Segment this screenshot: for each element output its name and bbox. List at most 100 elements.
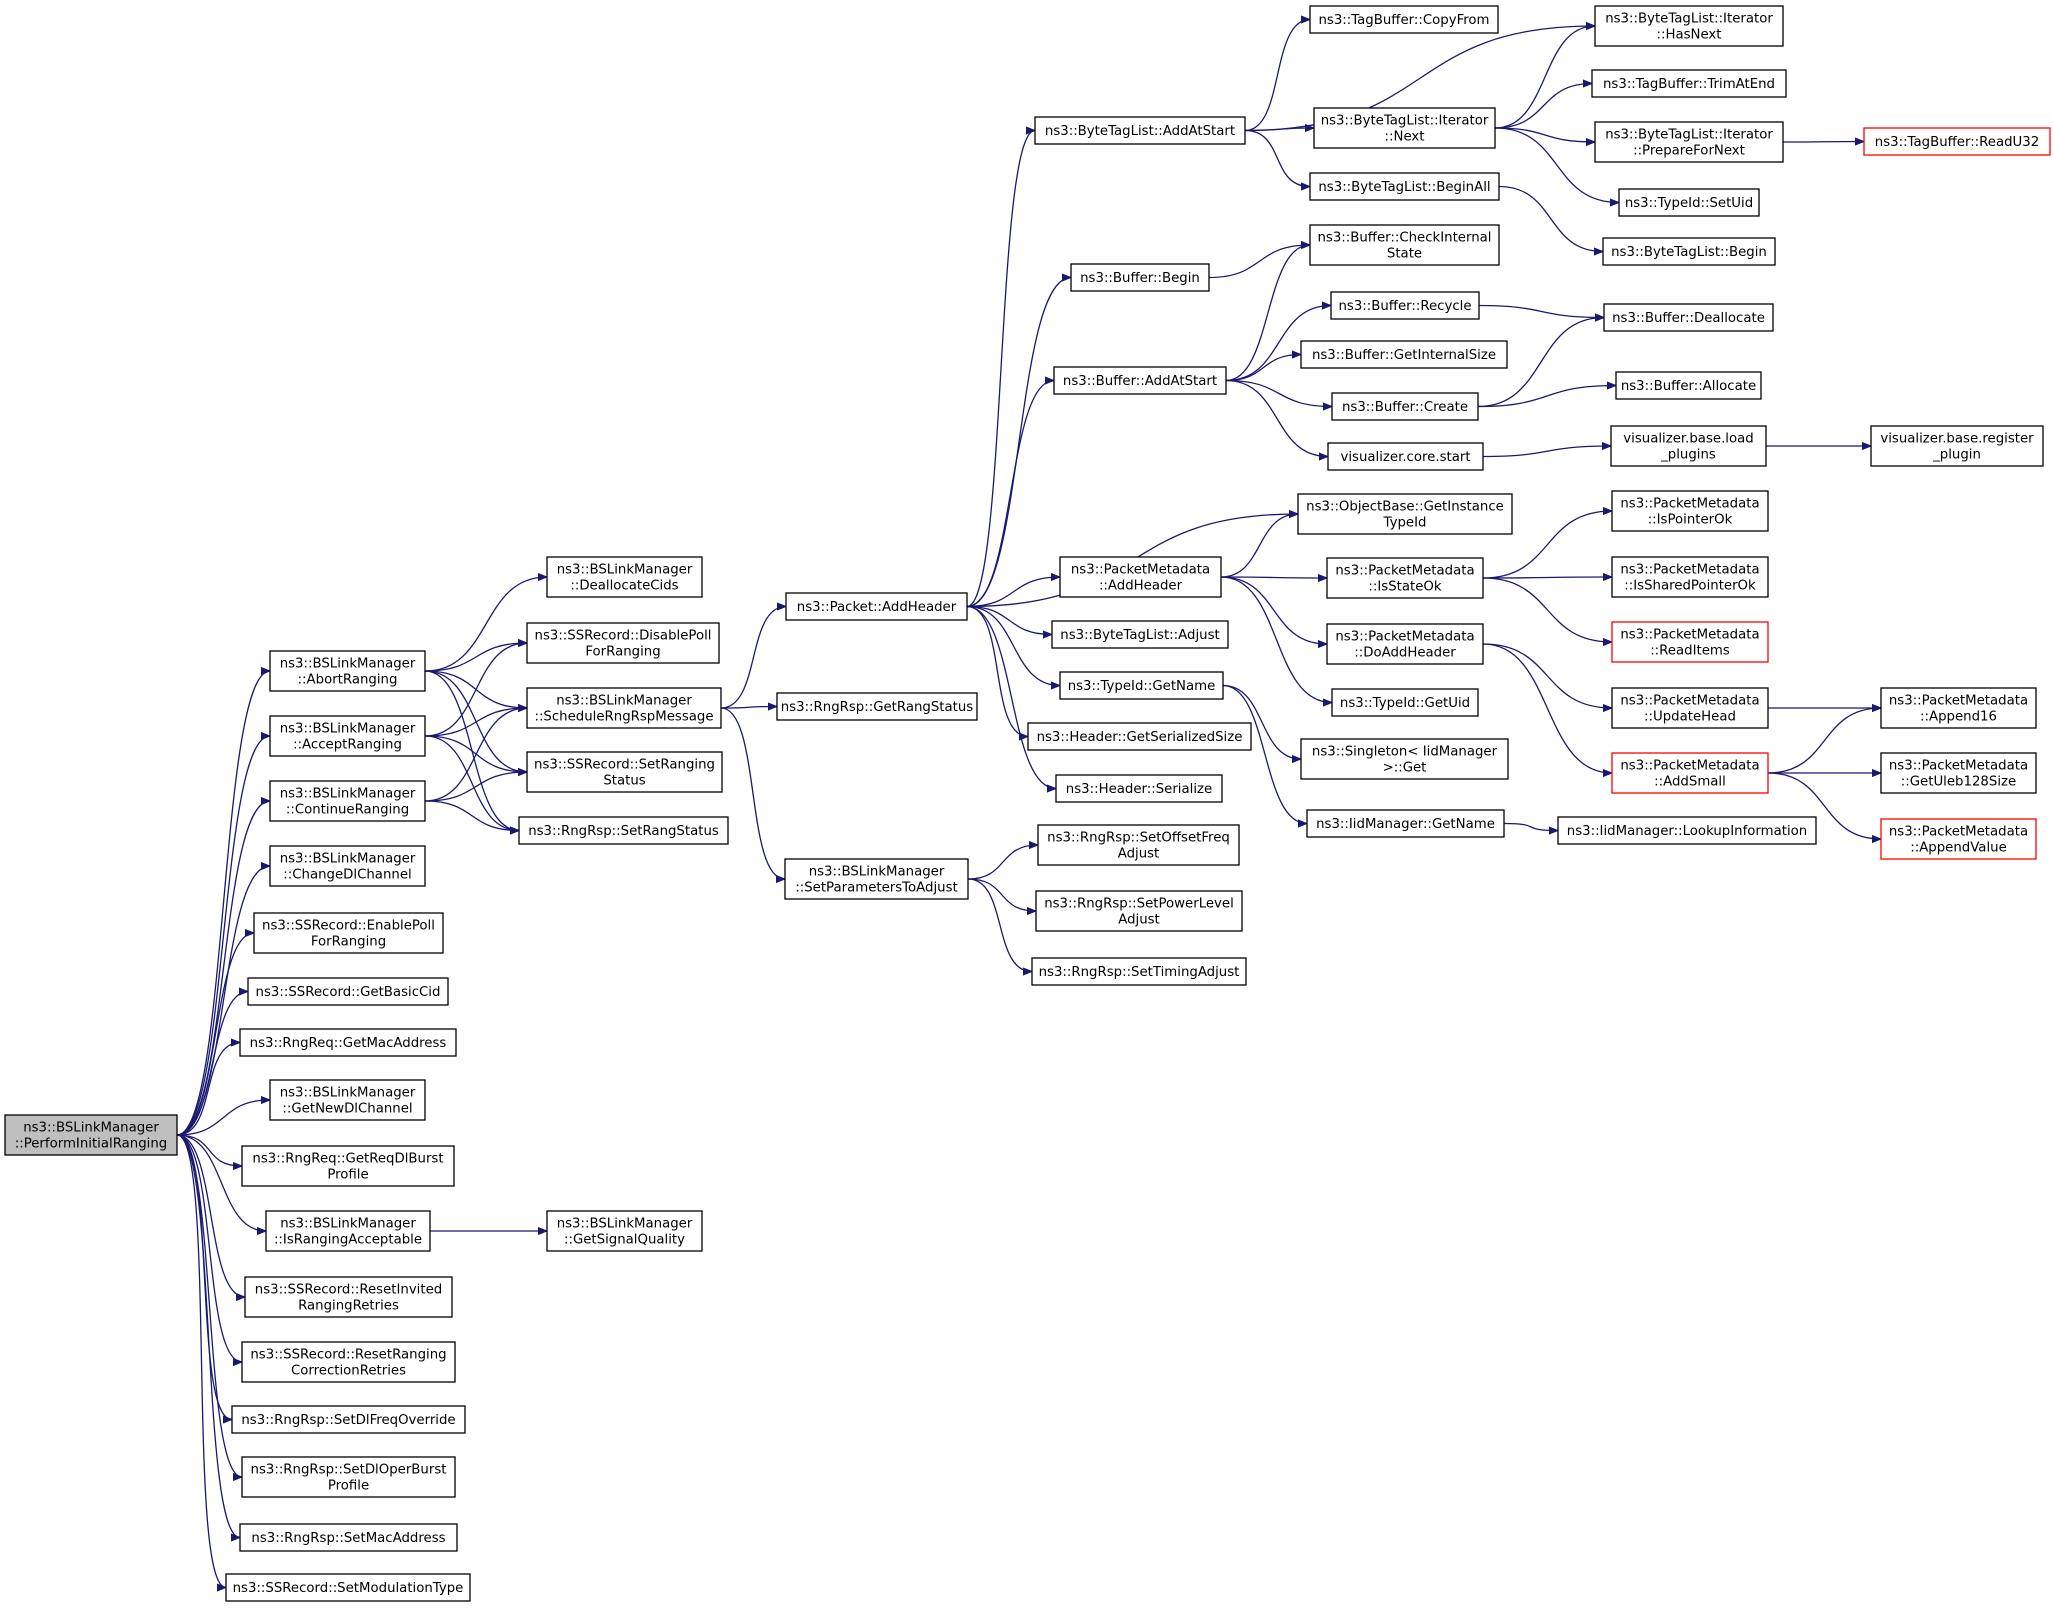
- edge-bufaddatstart-to-bufcheck: [1225, 245, 1310, 382]
- node-settiming[interactable]: ns3::RngRsp::SetTimingAdjust: [1031, 957, 1247, 986]
- edge-perform-to-setdloper: [176, 1134, 243, 1477]
- node-vizstart[interactable]: visualizer.core.start: [1327, 442, 1484, 471]
- node-box: [269, 1079, 426, 1121]
- node-label-line: ::DeallocateCids: [570, 579, 678, 594]
- node-label-line: ns3::PacketMetadata: [1620, 628, 1759, 643]
- node-abort[interactable]: ns3::BSLinkManager::AbortRanging: [269, 650, 426, 692]
- node-box: [225, 1573, 471, 1602]
- node-pmgetuleb[interactable]: ns3::PacketMetadata::GetUleb128Size: [1880, 752, 2037, 794]
- node-iidgetname[interactable]: ns3::IidManager::GetName: [1306, 809, 1505, 838]
- node-setmod[interactable]: ns3::SSRecord::SetModulationType: [225, 1573, 471, 1602]
- node-label-line: ns3::ByteTagList::Begin: [1611, 245, 1767, 260]
- node-bufcreate[interactable]: ns3::Buffer::Create: [1331, 392, 1479, 421]
- node-tbtrim[interactable]: ns3::TagBuffer::TrimAtEnd: [1591, 69, 1787, 98]
- node-btlprepare[interactable]: ns3::ByteTagList::Iterator::PrepareForNe…: [1594, 121, 1784, 163]
- node-bufalloc[interactable]: ns3::Buffer::Allocate: [1615, 371, 1762, 400]
- node-pmaddsmall[interactable]: ns3::PacketMetadata::AddSmall: [1611, 752, 1769, 794]
- node-accept[interactable]: ns3::BSLinkManager::AcceptRanging: [269, 715, 426, 757]
- node-getrangstatus[interactable]: ns3::RngRsp::GetRangStatus: [776, 692, 978, 721]
- node-getbasiccid[interactable]: ns3::SSRecord::GetBasicCid: [247, 977, 449, 1006]
- node-setrangstatus[interactable]: ns3::RngRsp::SetRangStatus: [518, 816, 729, 845]
- node-box: [1306, 809, 1505, 838]
- node-pmisstateok[interactable]: ns3::PacketMetadata::IsStateOk: [1326, 557, 1484, 599]
- node-pmappendvalue[interactable]: ns3::PacketMetadata::AppendValue: [1880, 818, 2037, 860]
- node-pmispointer[interactable]: ns3::PacketMetadata::IsPointerOk: [1611, 490, 1769, 532]
- node-dealloccids[interactable]: ns3::BSLinkManager::DeallocateCids: [546, 556, 703, 598]
- edge-accept-to-schedule: [424, 708, 527, 737]
- node-iidlookup[interactable]: ns3::IidManager::LookupInformation: [1557, 816, 1817, 845]
- node-pmupdatehead[interactable]: ns3::PacketMetadata::UpdateHead: [1611, 687, 1769, 729]
- node-bytetagaddatstart[interactable]: ns3::ByteTagList::AddAtStart: [1034, 116, 1246, 145]
- node-getmac[interactable]: ns3::RngReq::GetMacAddress: [239, 1028, 457, 1057]
- node-singletonget[interactable]: ns3::Singleton< IidManager>::Get: [1300, 738, 1509, 780]
- node-pmdoadd[interactable]: ns3::PacketMetadata::DoAddHeader: [1326, 623, 1484, 665]
- node-isranging[interactable]: ns3::BSLinkManager::IsRangingAcceptable: [265, 1210, 431, 1252]
- node-label-line: ForRanging: [585, 645, 660, 660]
- node-box: [244, 1276, 453, 1318]
- node-box: [1297, 493, 1513, 535]
- node-box: [776, 692, 978, 721]
- node-box: [546, 1210, 703, 1252]
- node-hdrgetser[interactable]: ns3::Header::GetSerializedSize: [1027, 722, 1252, 751]
- node-label-line: ns3::ByteTagList::AddAtStart: [1045, 124, 1235, 139]
- node-bufaddatstart[interactable]: ns3::Buffer::AddAtStart: [1053, 366, 1227, 395]
- node-pmreaditems[interactable]: ns3::PacketMetadata::ReadItems: [1611, 621, 1769, 663]
- node-typeidsetuid[interactable]: ns3::TypeId::SetUid: [1618, 188, 1760, 217]
- node-btlbegin[interactable]: ns3::ByteTagList::Begin: [1602, 237, 1776, 266]
- node-resetranging[interactable]: ns3::SSRecord::ResetRangingCorrectionRet…: [241, 1341, 456, 1383]
- edge-perform-to-setmod: [176, 1134, 227, 1588]
- node-bufgetsize[interactable]: ns3::Buffer::GetInternalSize: [1300, 340, 1508, 369]
- node-schedule[interactable]: ns3::BSLinkManager::ScheduleRngRspMessag…: [526, 687, 722, 729]
- node-label-line: ns3::Header::Serialize: [1066, 782, 1212, 797]
- node-label-line: ForRanging: [311, 935, 386, 950]
- node-label-line: ::HasNext: [1656, 28, 1721, 43]
- node-getnewdl[interactable]: ns3::BSLinkManager::GetNewDlChannel: [269, 1079, 426, 1121]
- node-typeidgetname[interactable]: ns3::TypeId::GetName: [1059, 671, 1224, 700]
- node-bufbegin[interactable]: ns3::Buffer::Begin: [1070, 263, 1210, 292]
- node-label-line: ns3::PacketMetadata: [1335, 564, 1474, 579]
- node-label-line: ns3::PacketMetadata: [1335, 630, 1474, 645]
- node-box: [1035, 890, 1243, 932]
- node-box: [1331, 392, 1479, 421]
- node-hdrser[interactable]: ns3::Header::Serialize: [1055, 774, 1223, 803]
- node-vizregister[interactable]: visualizer.base.register_plugin: [1870, 425, 2044, 467]
- node-tbreadu32[interactable]: ns3::TagBuffer::ReadU32: [1863, 127, 2051, 156]
- node-bufdealloc[interactable]: ns3::Buffer::Deallocate: [1603, 303, 1774, 332]
- node-setdlfreq[interactable]: ns3::RngRsp::SetDlFreqOverride: [231, 1405, 466, 1434]
- node-pmisshared[interactable]: ns3::PacketMetadata::IsSharedPointerOk: [1611, 556, 1769, 598]
- node-label-line: ns3::Buffer::GetInternalSize: [1312, 348, 1496, 363]
- node-btlhasnext[interactable]: ns3::ByteTagList::Iterator::HasNext: [1594, 5, 1784, 47]
- node-setparams[interactable]: ns3::BSLinkManager::SetParametersToAdjus…: [784, 858, 969, 900]
- node-getsignal[interactable]: ns3::BSLinkManager::GetSignalQuality: [546, 1210, 703, 1252]
- edge-addheader-to-hdrser: [966, 605, 1056, 789]
- node-btliternext[interactable]: ns3::ByteTagList::Iterator::Next: [1313, 107, 1496, 149]
- edge-schedule-to-addheader: [720, 607, 786, 709]
- node-resetinvited[interactable]: ns3::SSRecord::ResetInvitedRangingRetrie…: [244, 1276, 453, 1318]
- node-btladjust[interactable]: ns3::ByteTagList::Adjust: [1051, 620, 1229, 649]
- node-btlbeginall[interactable]: ns3::ByteTagList::BeginAll: [1309, 172, 1500, 201]
- node-box: [1059, 556, 1222, 598]
- node-setmacaddr[interactable]: ns3::RngRsp::SetMacAddress: [239, 1523, 458, 1552]
- node-label-line: ns3::PacketMetadata: [1889, 825, 2028, 840]
- node-bufrecycle[interactable]: ns3::Buffer::Recycle: [1330, 291, 1480, 320]
- node-perform[interactable]: ns3::BSLinkManager::PerformInitialRangin…: [4, 1114, 178, 1156]
- node-box: [526, 687, 722, 729]
- node-pmaddheader[interactable]: ns3::PacketMetadata::AddHeader: [1059, 556, 1222, 598]
- node-continue[interactable]: ns3::BSLinkManager::ContinueRanging: [269, 780, 426, 822]
- node-tbcopyfrom[interactable]: ns3::TagBuffer::CopyFrom: [1309, 5, 1499, 34]
- node-vizload[interactable]: visualizer.base.load_plugins: [1610, 425, 1767, 467]
- node-changedl[interactable]: ns3::BSLinkManager::ChangeDlChannel: [269, 845, 426, 887]
- node-typeidgetuid[interactable]: ns3::TypeId::GetUid: [1331, 688, 1479, 717]
- node-addheader[interactable]: ns3::Packet::AddHeader: [785, 592, 968, 621]
- edge-pmaddheader-to-pmdoadd: [1220, 576, 1327, 644]
- node-pmappend16[interactable]: ns3::PacketMetadata::Append16: [1880, 687, 2037, 729]
